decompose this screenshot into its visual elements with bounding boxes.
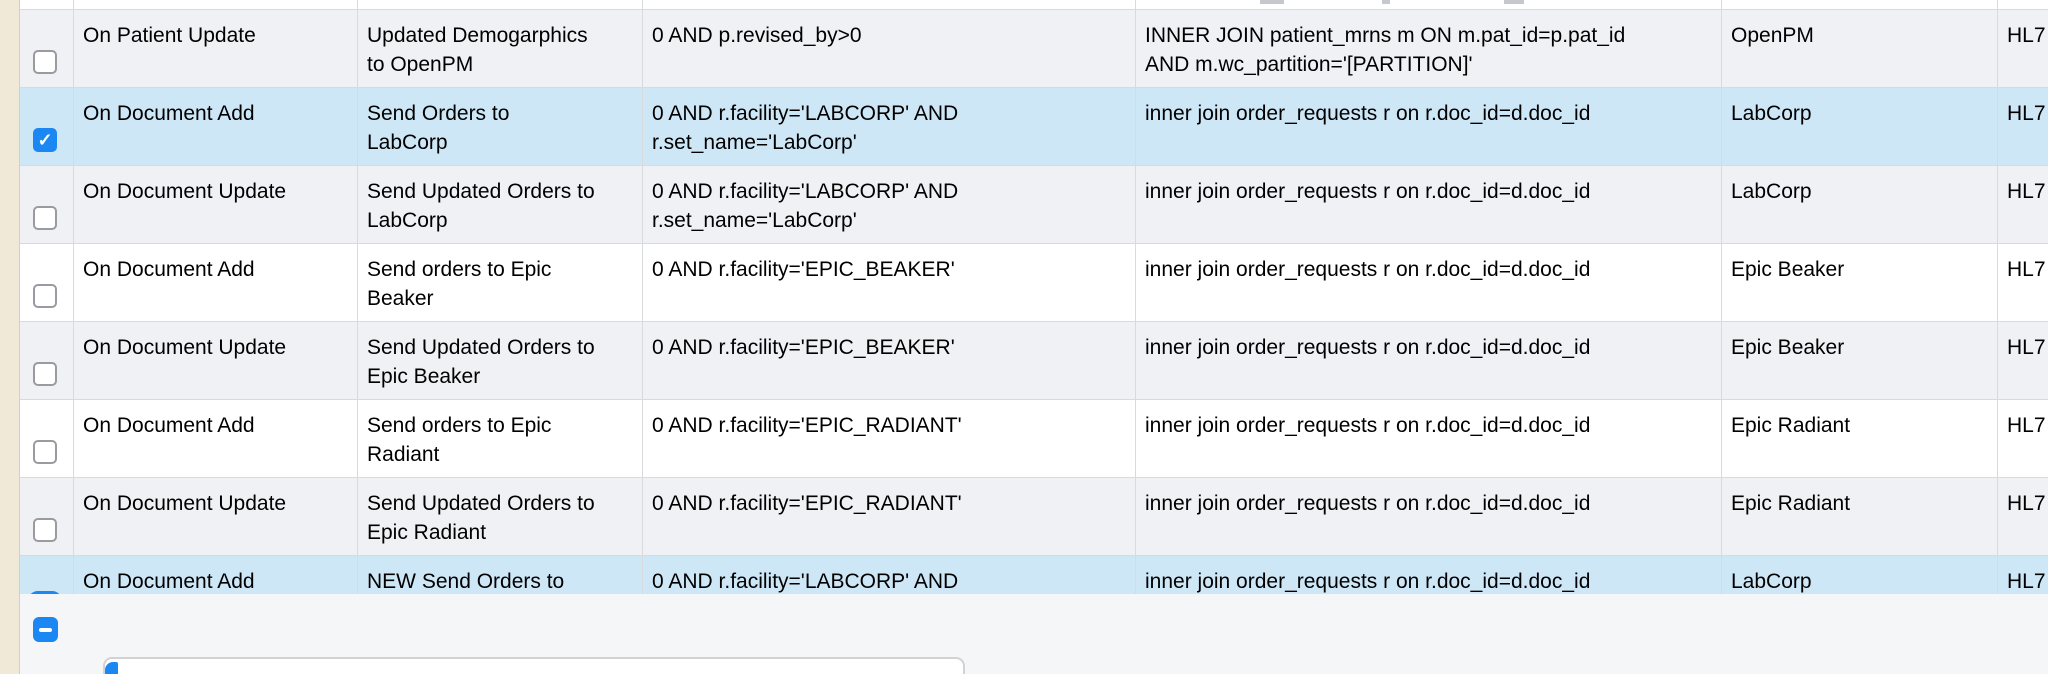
- select-cell: [20, 400, 74, 477]
- table-row[interactable]: On Document Add Send orders to Epic Radi…: [20, 400, 2048, 478]
- condition-cell: 0 AND r.facility='EPIC_BEAKER': [643, 322, 1136, 399]
- target-cell: Epic Beaker: [1722, 244, 1998, 321]
- trigger-cell: On Document Update: [74, 322, 358, 399]
- protocol-cell: HL7: [2007, 336, 2046, 359]
- protocol-cell: HL7: [2007, 24, 2046, 47]
- condition-cell: 0 AND r.facility='LABCORP' AND r.set_nam…: [643, 166, 1136, 243]
- join-cell: INNER JOIN patient_mrns m ON m.pat_id=p.…: [1136, 10, 1722, 87]
- row-checkbox[interactable]: [33, 518, 57, 542]
- row-checkbox[interactable]: [33, 206, 57, 230]
- table-row[interactable]: On Patient Update Updated Demogarphics t…: [20, 10, 2048, 88]
- protocol-cell: HL7: [2007, 180, 2046, 203]
- table-row[interactable]: On Document Add Send Orders to LabCorp 0…: [20, 88, 2048, 166]
- target-cell: OpenPM: [1722, 10, 1998, 87]
- join-cell: inner join order_requests r on r.doc_id=…: [1136, 478, 1722, 555]
- description-cell: Send Updated Orders to Epic Radiant: [358, 478, 643, 555]
- panel-accent-bar: [105, 662, 118, 674]
- condition-cell: 0 AND r.facility='EPIC_RADIANT': [643, 400, 1136, 477]
- trigger-cell: On Document Update: [74, 478, 358, 555]
- description-cell: Send Updated Orders to Epic Beaker: [358, 322, 643, 399]
- remove-row-button[interactable]: [33, 617, 58, 642]
- protocol-cell: HL7: [2007, 414, 2046, 437]
- condition-cell: 0 AND r.facility='EPIC_RADIANT': [643, 478, 1136, 555]
- select-cell: [20, 244, 74, 321]
- join-cell: inner join order_requests r on r.doc_id=…: [1136, 322, 1722, 399]
- trigger-cell: On Document Add: [74, 244, 358, 321]
- table-row[interactable]: On Document Update Send Updated Orders t…: [20, 322, 2048, 400]
- row-checkbox[interactable]: [33, 284, 57, 308]
- trigger-cell: On Document Add: [74, 556, 358, 633]
- table-row[interactable]: On Document Add Send orders to Epic Beak…: [20, 244, 2048, 322]
- select-cell: [20, 10, 74, 87]
- description-cell: Send Orders to LabCorp: [358, 88, 643, 165]
- table-body: On Patient Update Updated Demogarphics t…: [20, 10, 2048, 634]
- description-cell: Send Updated Orders to LabCorp: [358, 166, 643, 243]
- select-cell: [20, 478, 74, 555]
- clipped-text-artifact: [1382, 0, 1390, 4]
- condition-cell: 0 AND r.facility='LABCORP' AND r.set_nam…: [643, 88, 1136, 165]
- join-cell: inner join order_requests r on r.doc_id=…: [1136, 166, 1722, 243]
- protocol-cell: HL7: [2007, 492, 2046, 515]
- trigger-rules-table: On Patient Update Updated Demogarphics t…: [20, 0, 2048, 634]
- protocol-cell: HL7: [2007, 258, 2046, 281]
- join-cell: inner join order_requests r on r.doc_id=…: [1136, 88, 1722, 165]
- target-cell: Epic Radiant: [1722, 400, 1998, 477]
- description-cell: Updated Demogarphics to OpenPM: [358, 10, 643, 87]
- trigger-cell: On Document Add: [74, 88, 358, 165]
- join-cell: inner join order_requests r on r.doc_id=…: [1136, 244, 1722, 321]
- table-row[interactable]: On Document Update Send Updated Orders t…: [20, 478, 2048, 556]
- row-checkbox[interactable]: [33, 440, 57, 464]
- row-checkbox[interactable]: [33, 128, 57, 152]
- trigger-cell: On Document Add: [74, 400, 358, 477]
- condition-cell: 0 AND r.facility='EPIC_BEAKER': [643, 244, 1136, 321]
- description-cell: Send orders to Epic Beaker: [358, 244, 643, 321]
- condition-cell: 0 AND p.revised_by>0: [643, 10, 1136, 87]
- row-checkbox[interactable]: [33, 50, 57, 74]
- protocol-cell: HL7: [2007, 102, 2046, 125]
- page-background-strip: [0, 0, 20, 674]
- protocol-cell: HL7: [2007, 570, 2046, 593]
- select-cell: [20, 322, 74, 399]
- select-cell: [20, 166, 74, 243]
- clipped-text-artifact: [1504, 0, 1524, 4]
- target-cell: Epic Radiant: [1722, 478, 1998, 555]
- trigger-cell: On Patient Update: [74, 10, 358, 87]
- row-checkbox[interactable]: [33, 362, 57, 386]
- detail-panel: [103, 657, 965, 674]
- trigger-cell: On Document Update: [74, 166, 358, 243]
- join-cell: inner join order_requests r on r.doc_id=…: [1136, 556, 1722, 633]
- description-cell: Send orders to Epic Radiant: [358, 400, 643, 477]
- table-footer: [20, 594, 2048, 674]
- table-row[interactable]: On Document Update Send Updated Orders t…: [20, 166, 2048, 244]
- target-cell: LabCorp: [1722, 166, 1998, 243]
- clipped-text-artifact: [1260, 0, 1284, 4]
- target-cell: Epic Beaker: [1722, 322, 1998, 399]
- select-cell: [20, 88, 74, 165]
- target-cell: LabCorp: [1722, 88, 1998, 165]
- clipped-row: [20, 0, 2048, 19]
- join-cell: inner join order_requests r on r.doc_id=…: [1136, 400, 1722, 477]
